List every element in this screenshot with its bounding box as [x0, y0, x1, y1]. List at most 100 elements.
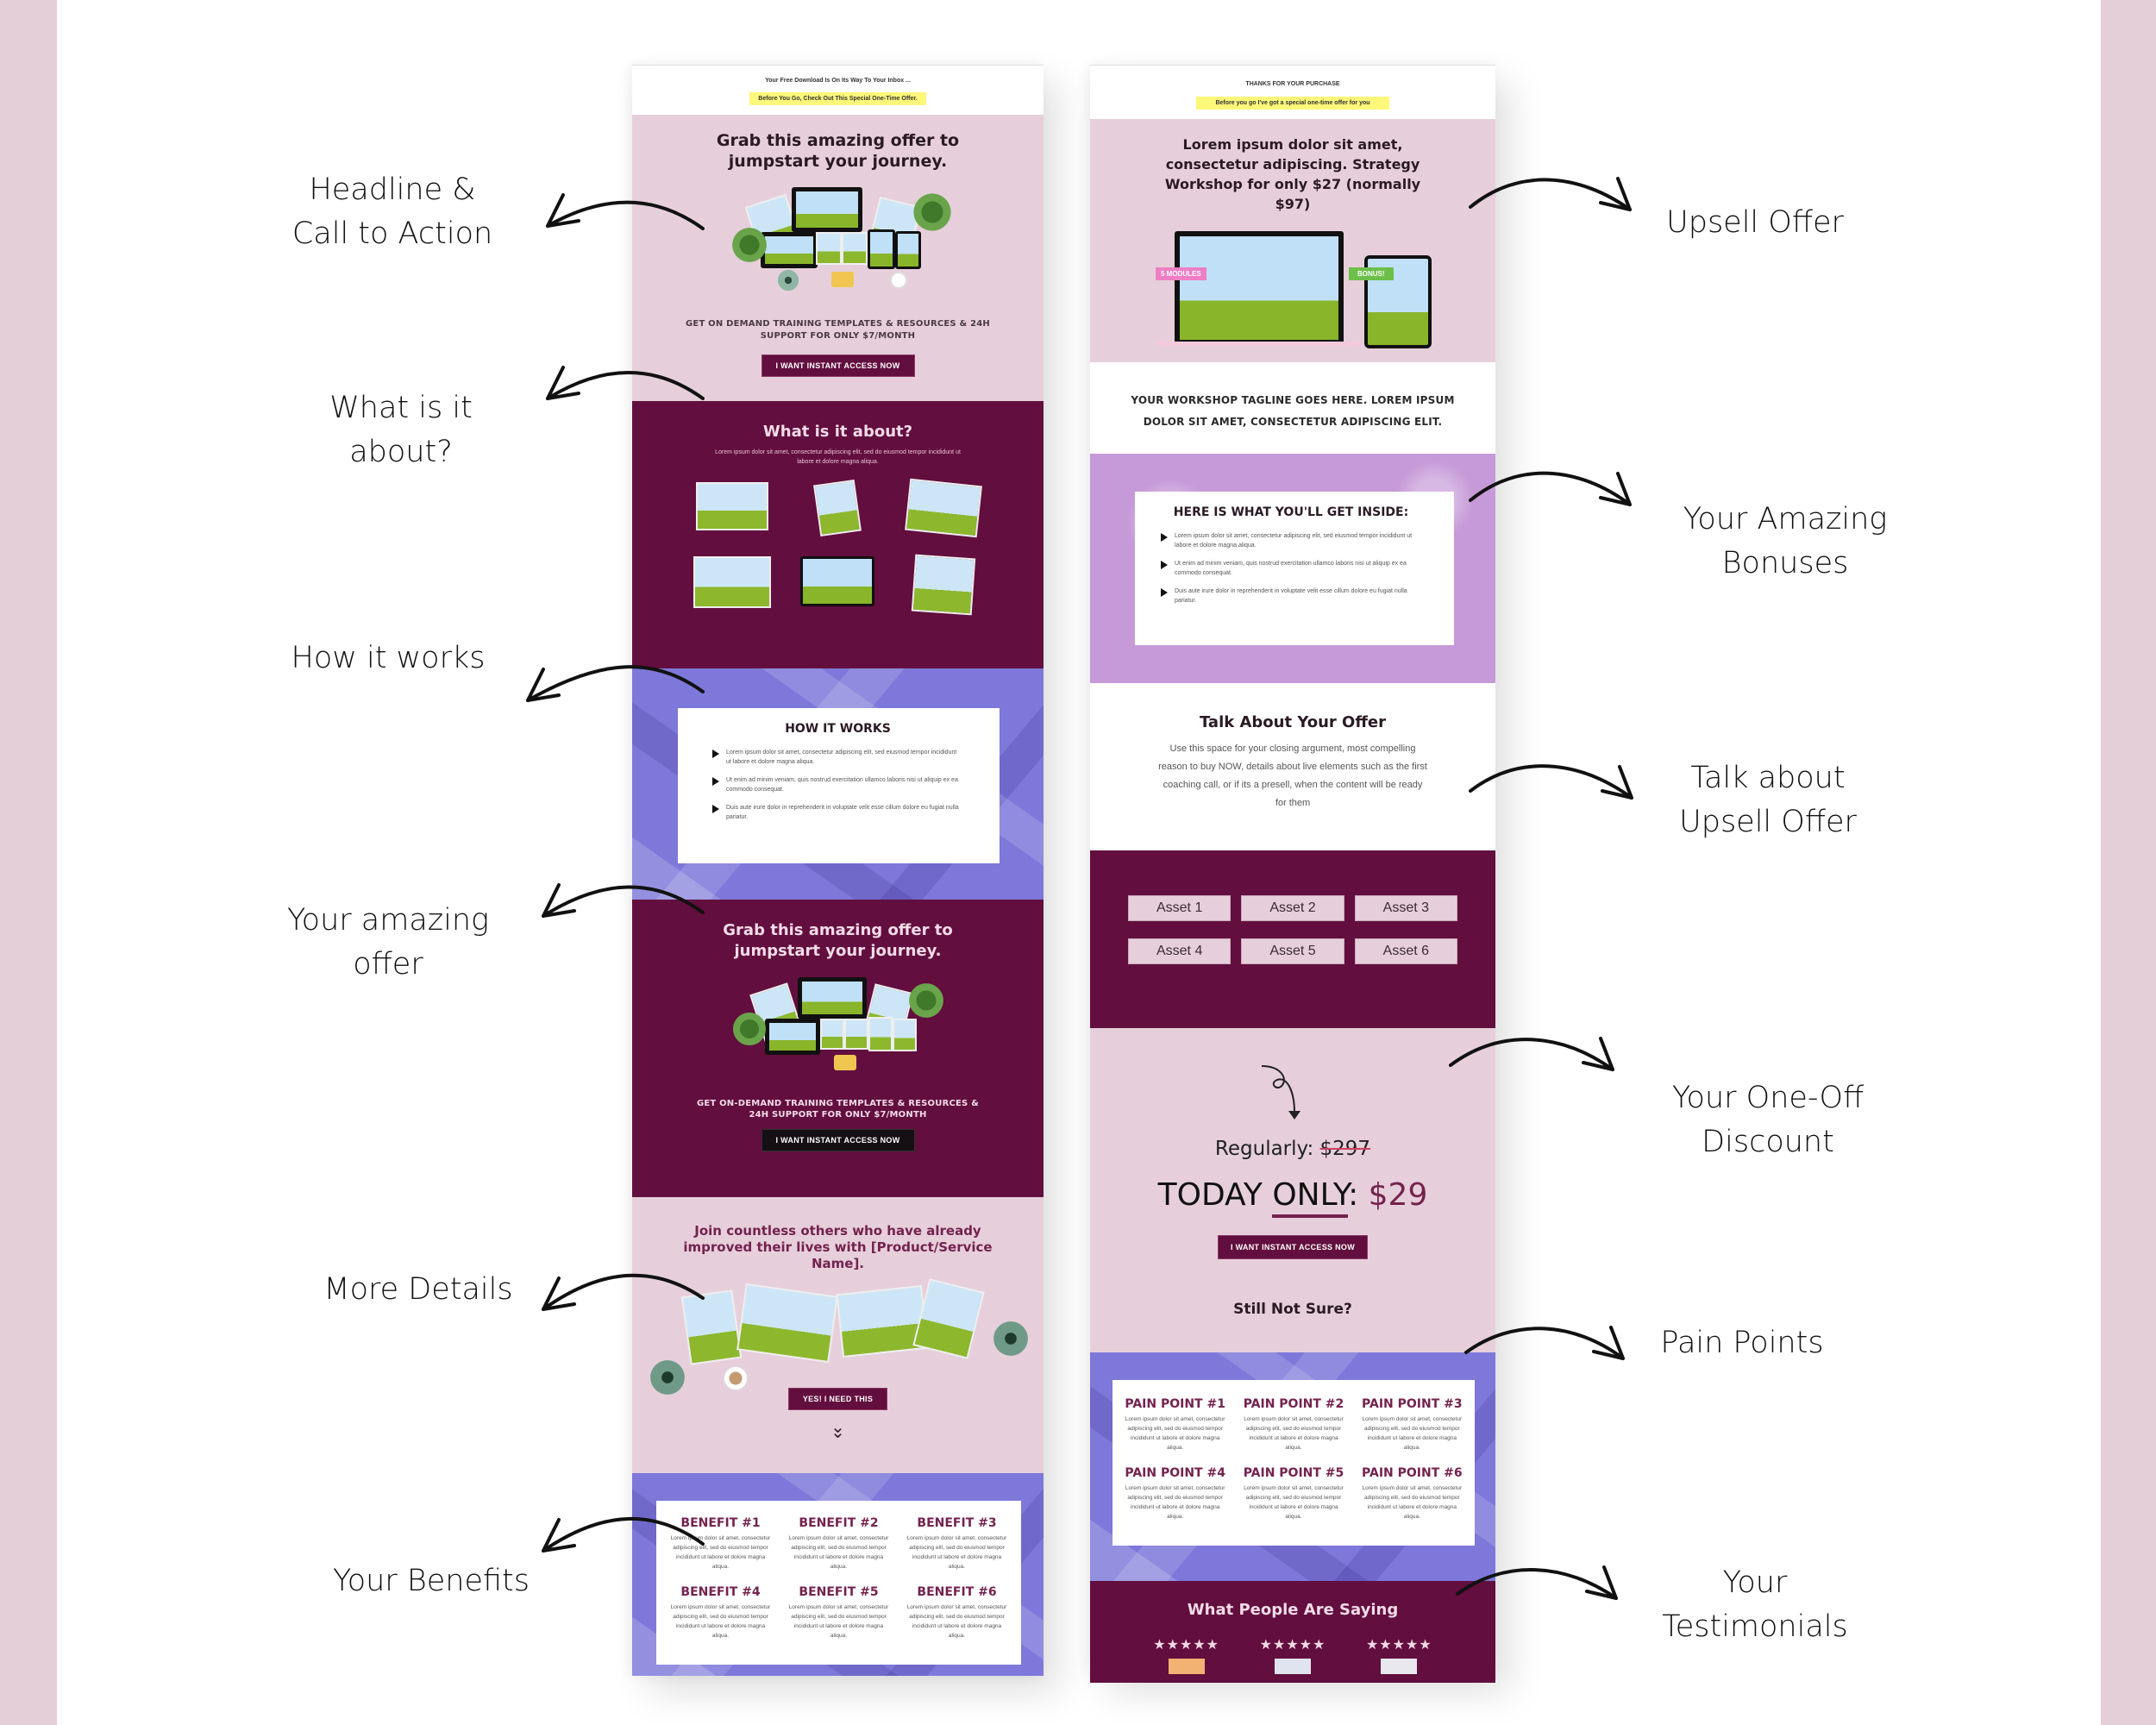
special-offer-highlight: Before you go I've got a special one-tim…: [1196, 97, 1389, 110]
pain-point-title: PAIN POINT #1: [1125, 1397, 1225, 1411]
star-rating-icon: ★★★★★: [1365, 1638, 1432, 1653]
bullet-arrow-icon: [712, 805, 719, 813]
upsell-hero-section: Lorem ipsum dolor sit amet, consectetur …: [1090, 119, 1495, 362]
annotation-testimonials: Your Testimonials: [1662, 1565, 1848, 1644]
offer-instant-access-button[interactable]: I WANT INSTANT ACCESS NOW: [761, 1129, 915, 1151]
about-text: Lorem ipsum dolor sit amet, consectetur …: [715, 449, 961, 465]
benefit-text: Lorem ipsum dolor sit amet, consectetur …: [906, 1535, 1007, 1570]
pain-points-section: PAIN POINT #1 Lorem ipsum dolor sit amet,…: [1090, 1352, 1495, 1581]
how-step-2: Ut enim ad minim veniam, quis nostrud ex…: [712, 775, 963, 794]
testimonial-card: ★★★★★: [1260, 1636, 1326, 1674]
pain-point-text: Lorem ipsum dolor sit amet, consectetur …: [1125, 1485, 1225, 1520]
asset-3-button[interactable]: Asset 3: [1354, 895, 1457, 921]
benefit-text: Lorem ipsum dolor sit amet, consectetur …: [670, 1535, 771, 1570]
asset-5-button[interactable]: Asset 5: [1241, 938, 1344, 964]
pain-point-text: Lorem ipsum dolor sit amet, consectetur …: [1362, 1416, 1463, 1451]
mockup-open-book: [696, 482, 769, 530]
devices-illustration: [726, 182, 954, 303]
bonus-item-2: Ut enim ad minim veniam, quis nostrud ex…: [1161, 559, 1421, 578]
annotation-upsell-offer: Upsell Offer: [1666, 205, 1844, 240]
pain-point-title: PAIN POINT #6: [1362, 1466, 1463, 1480]
today-only-emphasis: ONLY: [1272, 1177, 1349, 1218]
mockup-stack: [904, 478, 982, 538]
annotation-talk-about-upsell: Talk about Upsell Offer: [1679, 761, 1857, 839]
talk-offer-text: Use this space for your closing argument…: [1158, 743, 1427, 808]
benefit-title: BENEFIT #5: [799, 1585, 879, 1599]
thanks-note: THANKS FOR YOUR PURCHASE: [1245, 81, 1340, 87]
benefit-title: BENEFIT #6: [917, 1585, 997, 1599]
regular-price-label: Regularly:: [1214, 1138, 1320, 1160]
bullet-arrow-icon: [1161, 588, 1168, 597]
talk-offer-title: Talk About Your Offer: [1199, 713, 1387, 731]
instant-access-button[interactable]: I WANT INSTANT ACCESS NOW: [761, 354, 915, 377]
annotation-amazing-bonuses: Your Amazing Bonuses: [1683, 502, 1888, 580]
yes-i-need-this-button[interactable]: YES! I NEED THIS: [787, 1388, 888, 1410]
testimonial-avatar: [1168, 1659, 1205, 1674]
benefits-card: BENEFIT #1 Lorem ipsum dolor sit amet, co…: [656, 1501, 1021, 1665]
pain-point-title: PAIN POINT #4: [1125, 1466, 1225, 1480]
download-note: Your Free Download Is On Its Way To Your…: [765, 78, 911, 84]
testimonial-avatar: [1274, 1659, 1311, 1674]
pain-point-title: PAIN POINT #5: [1243, 1466, 1344, 1480]
bonus-item-3: Duis aute irure dolor in reprehenderit i…: [1161, 586, 1421, 605]
curly-arrow-down-icon: [1261, 1065, 1300, 1120]
testimonial-avatar: [1381, 1659, 1418, 1674]
presentation-canvas: [57, 0, 2101, 1725]
pain-point-text: Lorem ipsum dolor sit amet, consectetur …: [1125, 1416, 1225, 1451]
today-only-price-line: TODAY ONLY: $29: [1090, 1177, 1495, 1218]
asset-2-button[interactable]: Asset 2: [1241, 895, 1344, 921]
hero-caption: GET ON DEMAND TRAINING TEMPLATES & RESOU…: [686, 319, 990, 341]
still-not-sure-heading: Still Not Sure?: [1233, 1301, 1352, 1318]
star-rating-icon: ★★★★★: [1259, 1638, 1326, 1653]
bullet-arrow-icon: [712, 750, 719, 758]
how-it-works-title: HOW IT WORKS: [785, 722, 891, 736]
details-headline: Join countless others who have already i…: [683, 1223, 993, 1271]
bullet-arrow-icon: [712, 777, 719, 786]
talk-offer-section: Talk About Your Offer Use this space for…: [1090, 683, 1495, 850]
benefit-text: Lorem ipsum dolor sit amet, consectetur …: [788, 1604, 889, 1639]
benefit-title: BENEFIT #1: [680, 1516, 761, 1530]
offer-devices-illustration: [730, 972, 946, 1084]
benefit-text: Lorem ipsum dolor sit amet, consectetur …: [788, 1535, 889, 1570]
mockup-notebook: [813, 479, 862, 537]
benefit-5: BENEFIT #5 Lorem ipsum dolor sit amet, co…: [785, 1585, 893, 1646]
benefit-text: Lorem ipsum dolor sit amet, consectetur …: [906, 1604, 1007, 1639]
hero-headline: Grab this amazing offer to jumpstart you…: [716, 131, 960, 171]
annotation-more-details: More Details: [323, 1272, 513, 1307]
asset-6-button[interactable]: Asset 6: [1354, 938, 1457, 964]
offer-section: Grab this amazing offer to jumpstart you…: [632, 900, 1044, 1197]
how-step-1: Lorem ipsum dolor sit amet, consectetur …: [712, 748, 963, 767]
upsell-page-mockup: THANKS FOR YOUR PURCHASE Before you go I…: [1090, 65, 1495, 1683]
bullet-arrow-icon: [1161, 533, 1168, 542]
how-step-3: Duis aute irure dolor in reprehenderit i…: [712, 803, 963, 822]
scroll-down-chevron-icon[interactable]: ⌄⌄: [830, 1418, 845, 1442]
discount-instant-access-button[interactable]: I WANT INSTANT ACCESS NOW: [1218, 1235, 1368, 1259]
asset-4-button[interactable]: Asset 4: [1128, 938, 1232, 964]
right-top-notice: THANKS FOR YOUR PURCHASE Before you go I…: [1090, 65, 1495, 119]
today-price: $29: [1368, 1177, 1428, 1213]
how-it-works-section: HOW IT WORKS Lorem ipsum dolor sit amet,…: [632, 668, 1044, 900]
mockup-workbooks: [911, 554, 976, 616]
upsell-devices-illustration: 5 MODULES BONUS!: [1090, 221, 1495, 348]
asset-1-button[interactable]: Asset 1: [1128, 895, 1232, 921]
annotation-what-is-it-about: What is it about?: [329, 391, 473, 469]
bonuses-card: HERE IS WHAT YOU'LL GET INSIDE: Lorem ip…: [1135, 492, 1454, 645]
pain-points-card: PAIN POINT #1 Lorem ipsum dolor sit amet,…: [1112, 1380, 1475, 1546]
mockup-trifold: [693, 556, 772, 608]
upsell-headline: Lorem ipsum dolor sit amet, consectetur …: [1164, 136, 1421, 212]
bonuses-section: HERE IS WHAT YOU'LL GET INSIDE: Lorem ip…: [1090, 454, 1495, 683]
bullet-arrow-icon: [1161, 561, 1168, 569]
pain-point-title: PAIN POINT #3: [1362, 1397, 1463, 1411]
top-notice: Your Free Download Is On Its Way To Your…: [632, 65, 1044, 115]
annotation-pain-points: Pain Points: [1660, 1326, 1824, 1360]
how-it-works-card: HOW IT WORKS Lorem ipsum dolor sit amet,…: [678, 708, 1000, 863]
testimonials-section: What People Are Saying ★★★★★★★★★★★★★★★: [1090, 1581, 1495, 1683]
star-rating-icon: ★★★★★: [1153, 1638, 1220, 1653]
assets-section: Asset 1 Asset 2 Asset 3 Asset 4 Asset 5 Asset…: [1090, 850, 1495, 1028]
annotation-one-off-discount: Your One-Off Discount: [1671, 1081, 1865, 1159]
pain-point-text: Lorem ipsum dolor sit amet, consectetur …: [1244, 1485, 1344, 1520]
pain-point-1: PAIN POINT #1 Lorem ipsum dolor sit amet,…: [1121, 1397, 1229, 1458]
bonuses-title: HERE IS WHAT YOU'LL GET INSIDE:: [1173, 505, 1409, 519]
